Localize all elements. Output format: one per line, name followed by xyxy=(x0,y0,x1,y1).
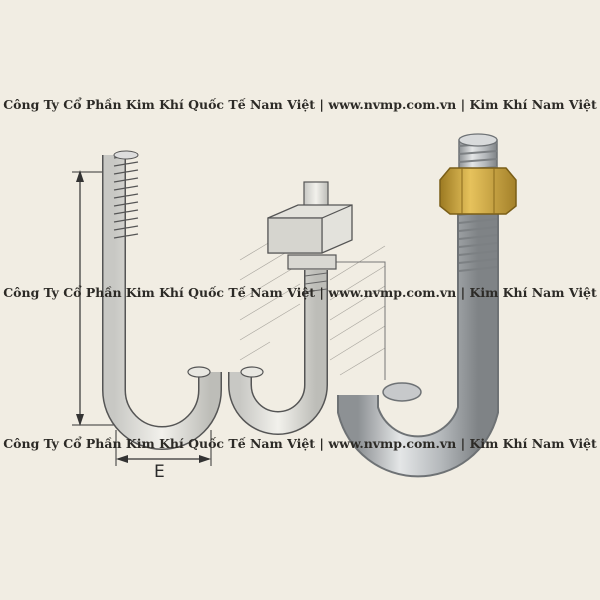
watermark-text: Công Ty Cổ Phần Kim Khí Quốc Tế Nam Việt… xyxy=(3,436,597,451)
j-bolt-sketch-left xyxy=(72,150,222,466)
watermark-text: Công Ty Cổ Phần Kim Khí Quốc Tế Nam Việt… xyxy=(3,285,597,300)
j-bolt-sketch-installed xyxy=(228,181,386,435)
j-bolt-realistic xyxy=(337,133,517,478)
watermark-text: Công Ty Cổ Phần Kim Khí Quốc Tế Nam Việt… xyxy=(3,97,597,112)
dimension-label-e: E xyxy=(154,462,165,482)
